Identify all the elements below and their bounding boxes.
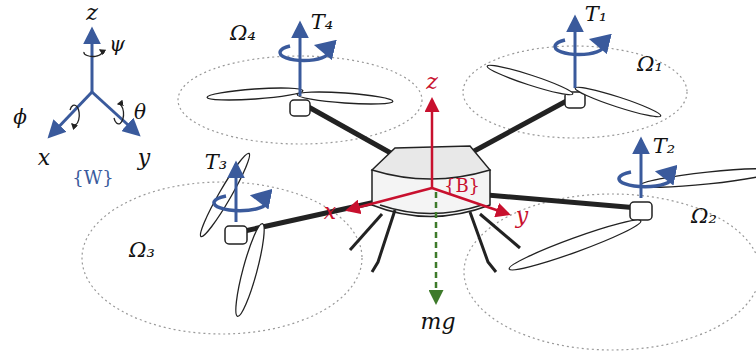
thrust-arrows bbox=[236, 18, 641, 222]
axis-label: y bbox=[138, 147, 150, 169]
rotor-speed-label: Ω₂ bbox=[691, 206, 717, 227]
frame-label: {B} bbox=[444, 177, 480, 195]
axis-label: y bbox=[516, 205, 528, 227]
thrust-label: T₃ bbox=[205, 152, 227, 173]
rotor-speed-label: Ω₃ bbox=[129, 240, 155, 261]
axis-label: x bbox=[38, 147, 50, 169]
rotor-speed-label: Ω₁ bbox=[637, 54, 663, 75]
spin-arcs bbox=[214, 40, 671, 211]
body-frame bbox=[348, 100, 508, 302]
thrust-label: T₄ bbox=[311, 12, 333, 33]
thrust-label: T₁ bbox=[585, 4, 607, 25]
angle-label: θ bbox=[134, 102, 146, 122]
world-frame bbox=[50, 30, 138, 136]
angle-label: ψ bbox=[109, 34, 125, 54]
frame-label: {W} bbox=[72, 169, 113, 187]
force-label: mg bbox=[421, 311, 456, 333]
rotor-discs bbox=[82, 46, 756, 350]
axis-label: z bbox=[86, 2, 98, 24]
rotation-arrows bbox=[70, 50, 124, 125]
thrust-label: T₂ bbox=[653, 136, 675, 157]
angle-label: ϕ bbox=[13, 107, 27, 127]
axis-label: z bbox=[426, 71, 438, 93]
propellers bbox=[196, 61, 756, 318]
rotor-speed-label: Ω₄ bbox=[230, 23, 256, 44]
axis-label: x bbox=[324, 201, 336, 223]
